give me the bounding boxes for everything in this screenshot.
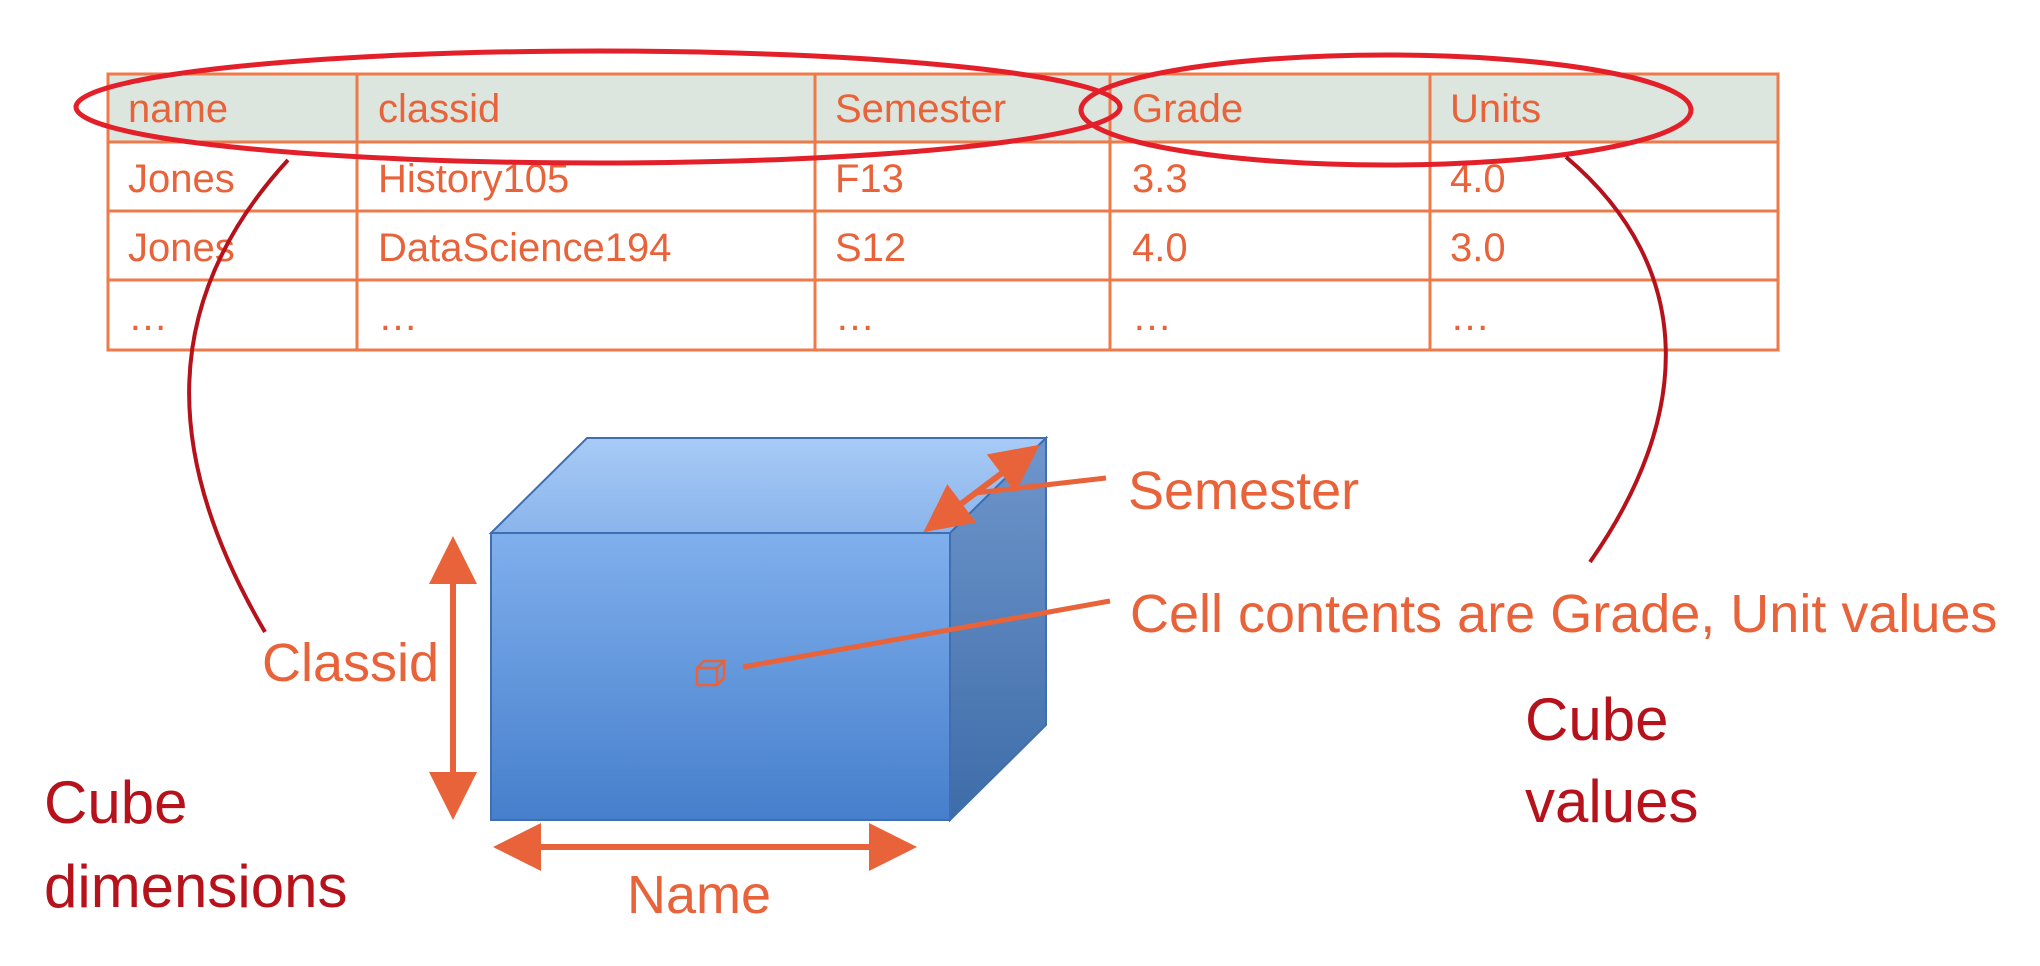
values-connector bbox=[1564, 155, 1668, 564]
table-cell: 4.0 bbox=[1132, 226, 1188, 270]
table-grid bbox=[106, 72, 1780, 352]
classid-label: Classid bbox=[262, 633, 439, 693]
cell-cube-icon bbox=[695, 659, 728, 687]
dimensions-connector bbox=[187, 158, 290, 634]
semester-pointer bbox=[974, 475, 1107, 496]
cell-pointer bbox=[742, 598, 1111, 670]
table-cell: … bbox=[128, 295, 168, 339]
cube-dimensions-label-line2: dimensions bbox=[44, 853, 348, 920]
table-cell: S12 bbox=[835, 226, 906, 270]
semester-arrow bbox=[923, 444, 1040, 533]
table-cell: … bbox=[835, 295, 875, 339]
grade-table: name classid Semester Grade Units Jones … bbox=[106, 72, 1780, 352]
table-cell: F13 bbox=[835, 157, 904, 201]
values-ellipse bbox=[1078, 52, 1694, 168]
header-semester: Semester bbox=[835, 87, 1006, 131]
dimensions-ellipse bbox=[73, 48, 1123, 166]
table-cell: … bbox=[1450, 295, 1490, 339]
header-units: Units bbox=[1450, 87, 1541, 131]
table-header-row bbox=[108, 74, 1778, 142]
name-label: Name bbox=[627, 865, 771, 925]
table-cell: … bbox=[1132, 295, 1172, 339]
table-cell: DataScience194 bbox=[378, 226, 672, 270]
semester-label: Semester bbox=[1128, 461, 1359, 521]
cube-front-face bbox=[490, 532, 951, 821]
cube-top-face bbox=[488, 437, 1049, 534]
table-cell: 3.3 bbox=[1132, 157, 1188, 201]
cube-values-label-line2: values bbox=[1525, 768, 1698, 835]
table-cell: … bbox=[378, 295, 418, 339]
table-cell: 3.0 bbox=[1450, 226, 1506, 270]
cube-values-label-line1: Cube bbox=[1525, 686, 1668, 753]
arrows bbox=[429, 444, 1040, 871]
cube-dimensions-label-line1: Cube bbox=[44, 769, 187, 836]
data-cube bbox=[488, 435, 1049, 823]
table-cell: Jones bbox=[128, 157, 235, 201]
header-name: name bbox=[128, 87, 228, 131]
cell-contents-label: Cell contents are Grade, Unit values bbox=[1130, 584, 1997, 644]
header-grade: Grade bbox=[1132, 87, 1243, 131]
header-classid: classid bbox=[378, 87, 500, 131]
